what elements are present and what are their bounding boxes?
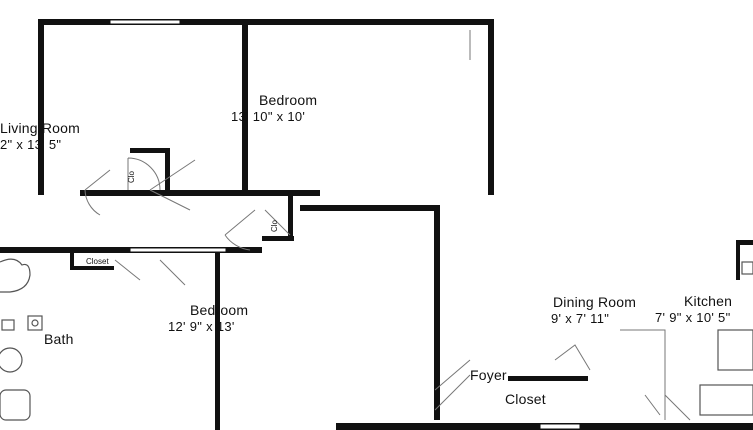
wall-kitchen-left (736, 240, 740, 280)
door-closet-top (127, 157, 161, 191)
wall-mid-right (300, 205, 440, 211)
stove-icon (717, 329, 753, 371)
wall-closet-mid (288, 196, 293, 236)
walls (0, 19, 753, 430)
sink-icon (0, 258, 31, 293)
window-living (109, 19, 181, 25)
bedroom-bottom-dims: 12' 9" x 13' (168, 319, 235, 334)
window-bedroom (129, 247, 227, 253)
bath-label: Bath (44, 331, 74, 347)
windows (109, 19, 581, 430)
door-hall-top (149, 159, 196, 211)
kitchen-label: Kitchen (684, 293, 733, 309)
fridge-icon (741, 261, 753, 275)
doors (84, 30, 691, 421)
living-room-label: Living Room (0, 120, 81, 136)
door-living (84, 169, 111, 216)
door-closet-bottom (644, 394, 691, 421)
dining-room-dims: 9' x 7' 11" (551, 311, 610, 326)
wall-closet-left (70, 248, 74, 270)
wall-closet-bottom (70, 266, 114, 270)
door-hall-mid (224, 209, 256, 251)
tub-curve-icon (0, 347, 23, 373)
bedroom-bottom-label: Bedroom (190, 302, 249, 318)
kitchen-fixtures (699, 261, 753, 416)
wall-foyer-closet (508, 376, 588, 381)
wall-mid-horizontal (80, 190, 320, 196)
bedroom-top-dims: 13' 10" x 10' (231, 109, 306, 124)
closet-label: Closet (505, 391, 546, 407)
bedroom-top-label: Bedroom (259, 92, 318, 108)
wall-closet-top (130, 148, 170, 153)
window-foyer (539, 423, 581, 430)
wall-top-upper (38, 19, 494, 25)
wall-left-living (38, 19, 44, 195)
wall-closet-right (165, 148, 170, 192)
door-closet-mid (264, 209, 291, 236)
wall-right-upper (488, 19, 494, 195)
closet-top-label: Clo (127, 170, 136, 183)
bath-fixtures (0, 258, 43, 421)
drain-icon (31, 319, 39, 327)
door-foyer (434, 359, 471, 411)
dining-room-label: Dining Room (553, 294, 637, 310)
wall-right-bedroom (434, 205, 440, 420)
fixture-box-icon (27, 315, 43, 331)
toilet-tank-icon (1, 319, 15, 331)
kitchen-dims: 7' 9" x 10' 5" (655, 310, 731, 325)
living-room-dims: 2" x 13' 5" (0, 137, 62, 152)
tub-icon (0, 389, 31, 421)
door-bedroom-bottom (114, 259, 186, 286)
wall-bedroom-left (215, 250, 220, 430)
closet-left-label: Closet (86, 257, 109, 266)
wall-living-bedroom (242, 19, 248, 195)
wall-kitchen-top (738, 240, 753, 245)
foyer-label: Foyer (470, 367, 507, 383)
closet-mid-label: Clo (270, 219, 279, 232)
sink-counter-icon (699, 384, 753, 416)
wall-closet-mid-bottom (262, 236, 294, 241)
door-dining (554, 344, 591, 371)
kitchen-counter (620, 329, 666, 420)
